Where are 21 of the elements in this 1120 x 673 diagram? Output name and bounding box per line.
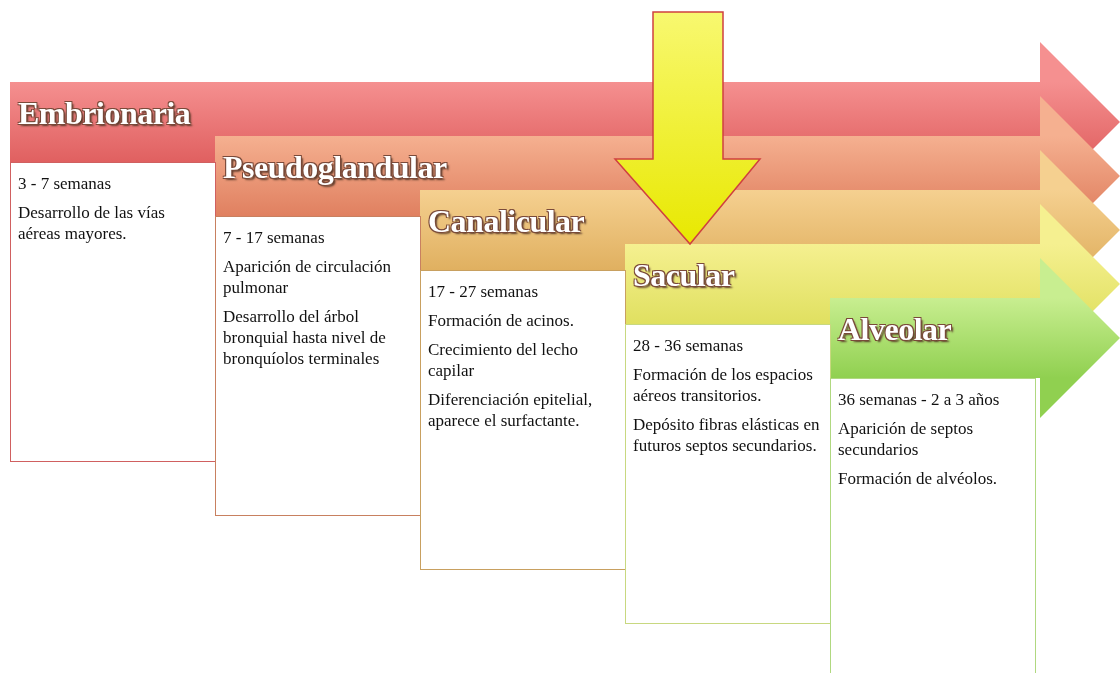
duration-text: 28 - 36 semanas [633, 335, 744, 356]
phase-description-box [420, 270, 626, 570]
description-text: Diferenciación epitelial, aparece el surfactante. [428, 389, 594, 431]
duration-text: 7 - 17 semanas [223, 227, 326, 248]
description-text: Aparición de septos secundarios [838, 418, 975, 460]
phase-description-box [215, 216, 421, 516]
description-text: Formación de alvéolos. [838, 468, 999, 489]
description-text: Desarrollo de las vías aéreas mayores. [18, 202, 166, 244]
description-text: Crecimiento del lecho capilar [428, 339, 580, 381]
phase-description-box [830, 378, 1036, 673]
description-text: Formación de acinos. [428, 310, 575, 331]
duration-text: 36 semanas - 2 a 3 años [838, 389, 1001, 410]
phase-description-box [625, 324, 831, 624]
description-text: Depósito fibras elásticas en futuros septos secundarios. [633, 414, 821, 456]
phase-description-box [10, 162, 216, 462]
description-text: Desarrollo del árbol bronquial hasta nivel de bronquíolos terminales [223, 306, 387, 369]
duration-text: 17 - 27 semanas [428, 281, 539, 302]
arrow [613, 11, 762, 246]
duration-text: 3 - 7 semanas [18, 173, 112, 194]
description-text: Formación de los espacios aéreos transitorios. [633, 364, 814, 406]
description-text: Aparición de circulación pulmonar [223, 256, 393, 298]
